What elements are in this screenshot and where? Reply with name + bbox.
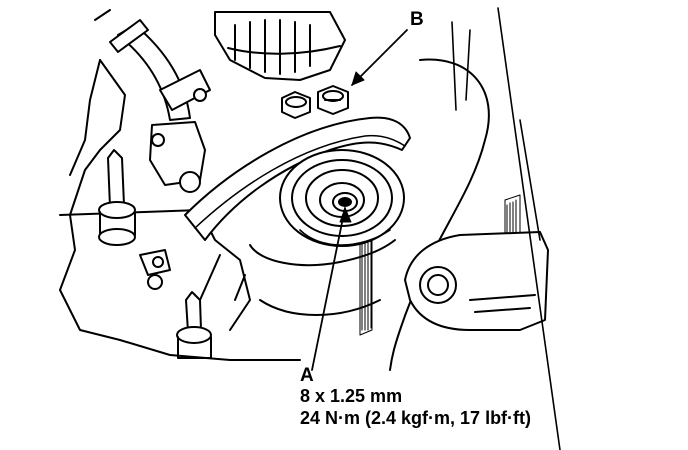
stud-left-upper: [98, 149, 136, 246]
mount-bracket: [404, 231, 549, 331]
engine-block: [59, 9, 301, 361]
cover-outline: [389, 58, 490, 371]
callout-a-label: A: [300, 365, 314, 386]
stud-left-lower: [176, 291, 212, 359]
torque-spec: 24 N·m (2.4 kgf·m, 17 lbf·ft): [300, 408, 532, 428]
callout-b-label: B: [410, 9, 424, 30]
tensioner-arm: [184, 116, 411, 241]
bolt-b: [281, 85, 349, 119]
hose-clamp: [149, 121, 206, 193]
bolt-size-spec: 8 x 1.25 mm: [300, 386, 403, 406]
leader-b: [351, 29, 408, 86]
leader-a: [311, 207, 346, 371]
tensioner-pulley: [279, 149, 405, 247]
